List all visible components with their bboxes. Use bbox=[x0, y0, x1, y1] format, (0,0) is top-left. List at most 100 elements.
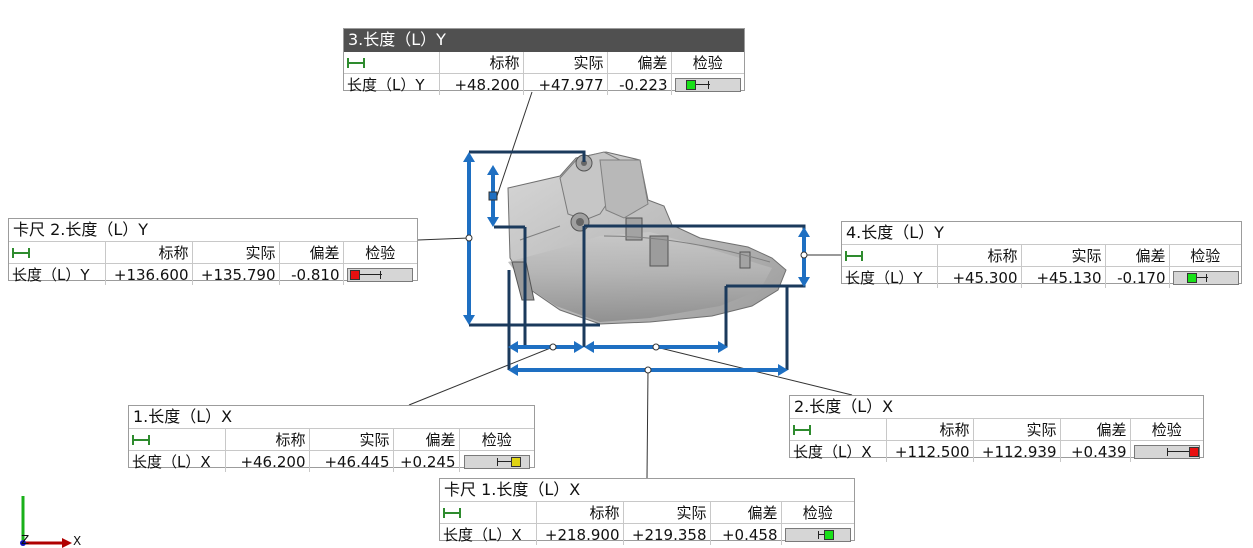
annotation-title: 4.长度（L）Y bbox=[842, 222, 1241, 245]
check-gauge-cell bbox=[343, 264, 417, 286]
header-row: 标称 实际 偏差 检验 bbox=[129, 429, 534, 451]
annotation-title: 2.长度（L）X bbox=[790, 396, 1203, 419]
dimension-icon bbox=[132, 435, 150, 445]
tolerance-gauge bbox=[674, 78, 741, 92]
deviation-header: 偏差 bbox=[279, 242, 344, 264]
dimension-icon-cell bbox=[9, 242, 106, 264]
annotation-table: 标称 实际 偏差 检验 长度（L）Y +136.600 +135.790 -0.… bbox=[9, 242, 417, 285]
table-row: 长度（L）Y +48.200 +47.977 -0.223 bbox=[344, 73, 744, 96]
tolerance-gauge bbox=[1172, 271, 1239, 285]
annotation-table: 标称 实际 偏差 检验 长度（L）Y +45.300 +45.130 -0.17… bbox=[842, 245, 1241, 288]
check-header: 检验 bbox=[343, 242, 417, 264]
actual-header: 实际 bbox=[192, 242, 280, 264]
annotation-title: 1.长度（L）X bbox=[129, 406, 534, 429]
nominal-value: +45.300 bbox=[937, 266, 1022, 288]
part-model bbox=[507, 151, 787, 325]
dimension-icon-cell bbox=[440, 502, 537, 524]
table-row: 长度（L）X +112.500 +112.939 +0.439 bbox=[790, 440, 1203, 463]
deviation-value: +0.458 bbox=[710, 523, 782, 545]
nominal-header: 标称 bbox=[937, 245, 1022, 267]
dimension-icon-cell bbox=[129, 429, 226, 451]
deviation-header: 偏差 bbox=[1105, 245, 1170, 267]
table-row: 长度（L）X +46.200 +46.445 +0.245 bbox=[129, 450, 534, 473]
check-gauge-cell bbox=[671, 74, 744, 96]
dimension-icon-cell bbox=[842, 245, 938, 267]
actual-value: +47.977 bbox=[523, 73, 608, 95]
dimension-icon bbox=[845, 251, 863, 261]
deviation-value: +0.439 bbox=[1060, 440, 1131, 462]
annotation-4-length-y[interactable]: 4.长度（L）Y 标称 实际 偏差 检验 长度（L）Y +45.300 +45.… bbox=[841, 221, 1242, 288]
check-gauge-cell bbox=[459, 451, 534, 473]
header-row: 标称 实际 偏差 检验 bbox=[9, 242, 417, 264]
actual-value: +219.358 bbox=[623, 523, 711, 545]
nominal-header: 标称 bbox=[105, 242, 193, 264]
row-label: 长度（L）Y bbox=[842, 266, 938, 288]
annotation-title: 卡尺 2.长度（L）Y bbox=[9, 219, 417, 242]
status-marker bbox=[1186, 273, 1197, 283]
annotation-2-length-x[interactable]: 2.长度（L）X 标称 实际 偏差 检验 长度（L）X +112.500 +11… bbox=[789, 395, 1204, 462]
actual-value: +45.130 bbox=[1021, 266, 1106, 288]
status-marker bbox=[510, 457, 521, 467]
check-gauge-cell bbox=[781, 524, 854, 546]
table-row: 长度（L）Y +45.300 +45.130 -0.170 bbox=[842, 266, 1241, 289]
nominal-header: 标称 bbox=[439, 52, 524, 74]
dimension-icon bbox=[12, 248, 30, 258]
tolerance-gauge bbox=[784, 528, 851, 542]
z-axis-label: Z bbox=[21, 533, 30, 547]
check-header: 检验 bbox=[781, 502, 854, 524]
actual-value: +135.790 bbox=[192, 263, 280, 285]
table-row: 长度（L）Y +136.600 +135.790 -0.810 bbox=[9, 263, 417, 286]
row-label: 长度（L）Y bbox=[9, 263, 106, 285]
tolerance-gauge bbox=[1133, 445, 1200, 459]
deviation-value: -0.223 bbox=[607, 73, 672, 95]
anchor-points bbox=[465, 191, 808, 374]
check-header: 检验 bbox=[459, 429, 534, 451]
actual-value: +112.939 bbox=[973, 440, 1061, 462]
header-row: 标称 实际 偏差 检验 bbox=[790, 419, 1203, 441]
annotation-1-length-x[interactable]: 1.长度（L）X 标称 实际 偏差 检验 长度（L）X +46.200 +46.… bbox=[128, 405, 535, 472]
annotation-3-length-y[interactable]: 3.长度（L）Y 标称 实际 偏差 检验 长度（L）Y +48.200 +47.… bbox=[343, 28, 745, 95]
arrow-heads bbox=[463, 152, 810, 376]
actual-header: 实际 bbox=[523, 52, 608, 74]
row-label: 长度（L）Y bbox=[344, 73, 440, 95]
header-row: 标称 实际 偏差 检验 bbox=[344, 52, 744, 74]
deviation-value: -0.810 bbox=[279, 263, 344, 285]
status-marker bbox=[685, 80, 696, 90]
status-marker bbox=[823, 530, 834, 540]
annotation-caliper-1-length-x[interactable]: 卡尺 1.长度（L）X 标称 实际 偏差 检验 长度（L）X +218.900 … bbox=[439, 478, 855, 545]
actual-header: 实际 bbox=[623, 502, 711, 524]
check-gauge-cell bbox=[1130, 441, 1203, 463]
nominal-value: +218.900 bbox=[536, 523, 624, 545]
check-gauge-cell bbox=[1169, 267, 1241, 289]
nominal-value: +136.600 bbox=[105, 263, 193, 285]
deviation-header: 偏差 bbox=[710, 502, 782, 524]
check-header: 检验 bbox=[1130, 419, 1203, 441]
row-label: 长度（L）X bbox=[440, 523, 537, 545]
dimension-icon bbox=[443, 508, 461, 518]
nominal-header: 标称 bbox=[225, 429, 310, 451]
deviation-value: +0.245 bbox=[393, 450, 460, 472]
annotation-table: 标称 实际 偏差 检验 长度（L）X +218.900 +219.358 +0.… bbox=[440, 502, 854, 545]
dimension-icon bbox=[793, 425, 811, 435]
row-label: 长度（L）X bbox=[790, 440, 887, 462]
annotation-caliper-2-length-y[interactable]: 卡尺 2.长度（L）Y 标称 实际 偏差 检验 长度（L）Y +136.600 … bbox=[8, 218, 418, 285]
annotation-table: 标称 实际 偏差 检验 长度（L）X +112.500 +112.939 +0.… bbox=[790, 419, 1203, 462]
annotation-title: 3.长度（L）Y bbox=[344, 29, 744, 52]
nominal-header: 标称 bbox=[886, 419, 974, 441]
deviation-header: 偏差 bbox=[607, 52, 672, 74]
table-row: 长度（L）X +218.900 +219.358 +0.458 bbox=[440, 523, 854, 546]
deviation-value: -0.170 bbox=[1105, 266, 1170, 288]
status-marker bbox=[1188, 447, 1199, 457]
actual-header: 实际 bbox=[309, 429, 394, 451]
nominal-value: +112.500 bbox=[886, 440, 974, 462]
dimension-icon-cell bbox=[344, 52, 440, 74]
header-row: 标称 实际 偏差 检验 bbox=[440, 502, 854, 524]
x-axis-label: X bbox=[73, 534, 82, 548]
status-marker bbox=[350, 270, 361, 280]
dimension-icon-cell bbox=[790, 419, 887, 441]
header-row: 标称 实际 偏差 检验 bbox=[842, 245, 1241, 267]
dimension-icon bbox=[347, 58, 365, 68]
nominal-header: 标称 bbox=[536, 502, 624, 524]
tolerance-gauge bbox=[463, 455, 530, 469]
